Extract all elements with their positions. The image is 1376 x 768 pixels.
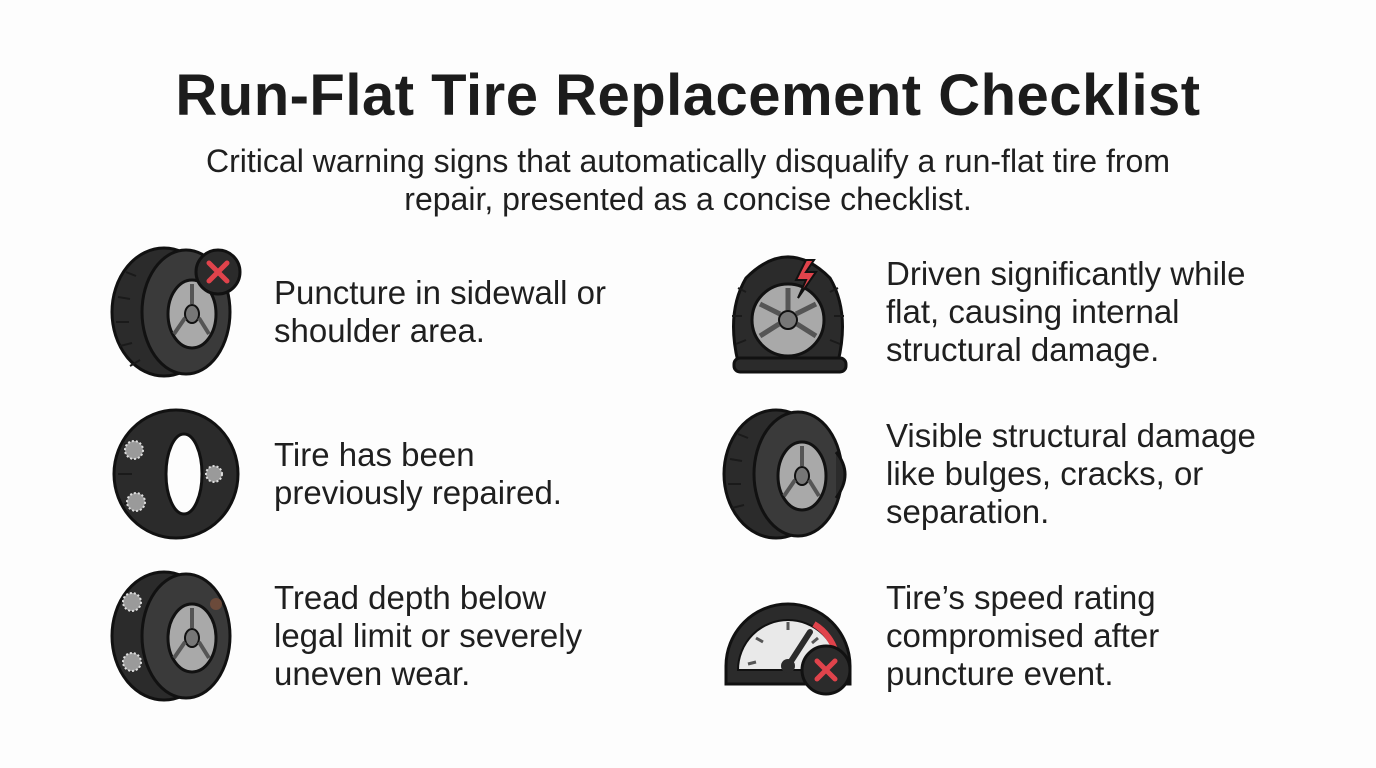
checklist-item-line: Tire has been (274, 436, 475, 473)
patched-tire-icon (106, 404, 246, 544)
checklist-item-text: Visible structural damage like bulges, c… (886, 417, 1296, 531)
subtitle-line: repair, presented as a concise checklist… (404, 181, 972, 217)
checklist-item-line: compromised after (886, 617, 1160, 654)
checklist-item-text: Tread depth below legal limit or severel… (274, 579, 684, 693)
checklist-item-line: separation. (886, 493, 1050, 530)
checklist-item-driven-flat: Driven significantly while flat, causing… (718, 242, 1296, 382)
checklist-item-line: flat, causing internal (886, 293, 1180, 330)
tire-sidewall-puncture-icon (106, 242, 246, 382)
checklist-item-tread-depth: Tread depth below legal limit or severel… (106, 566, 684, 706)
page-title: Run-Flat Tire Replacement Checklist (175, 63, 1201, 128)
checklist-item-text: Tire’s speed rating compromised after pu… (886, 579, 1296, 693)
checklist-item-line: uneven wear. (274, 655, 471, 692)
checklist-item-line: previously repaired. (274, 474, 562, 511)
checklist-item-line: Driven significantly while (886, 255, 1246, 292)
speedometer-cross-icon (718, 566, 858, 706)
checklist-item-structural-damage: Visible structural damage like bulges, c… (718, 404, 1296, 544)
worn-tread-tire-icon (106, 566, 246, 706)
checklist-item-line: Tire’s speed rating (886, 579, 1156, 616)
page-subtitle: Critical warning signs that automaticall… (0, 142, 1376, 218)
checklist-item-text: Tire has been previously repaired. (274, 436, 684, 512)
checklist-item-line: shoulder area. (274, 312, 485, 349)
checklist-item-sidewall-puncture: Puncture in sidewall or shoulder area. (106, 242, 684, 382)
checklist-item-line: Puncture in sidewall or (274, 274, 606, 311)
checklist-item-previously-repaired: Tire has been previously repaired. (106, 404, 684, 544)
checklist-item-line: structural damage. (886, 331, 1160, 368)
subtitle-line: Critical warning signs that automaticall… (206, 143, 1170, 179)
checklist-item-line: like bulges, cracks, or (886, 455, 1204, 492)
checklist-item-line: Tread depth below (274, 579, 547, 616)
bulging-tire-icon (718, 404, 858, 544)
checklist-item-line: Visible structural damage (886, 417, 1256, 454)
flat-tire-lightning-icon (718, 242, 858, 382)
checklist-item-text: Puncture in sidewall or shoulder area. (274, 274, 684, 350)
checklist-item-line: legal limit or severely (274, 617, 583, 654)
checklist-item-line: puncture event. (886, 655, 1114, 692)
checklist-item-speed-rating: Tire’s speed rating compromised after pu… (718, 566, 1296, 706)
checklist-item-text: Driven significantly while flat, causing… (886, 255, 1296, 369)
